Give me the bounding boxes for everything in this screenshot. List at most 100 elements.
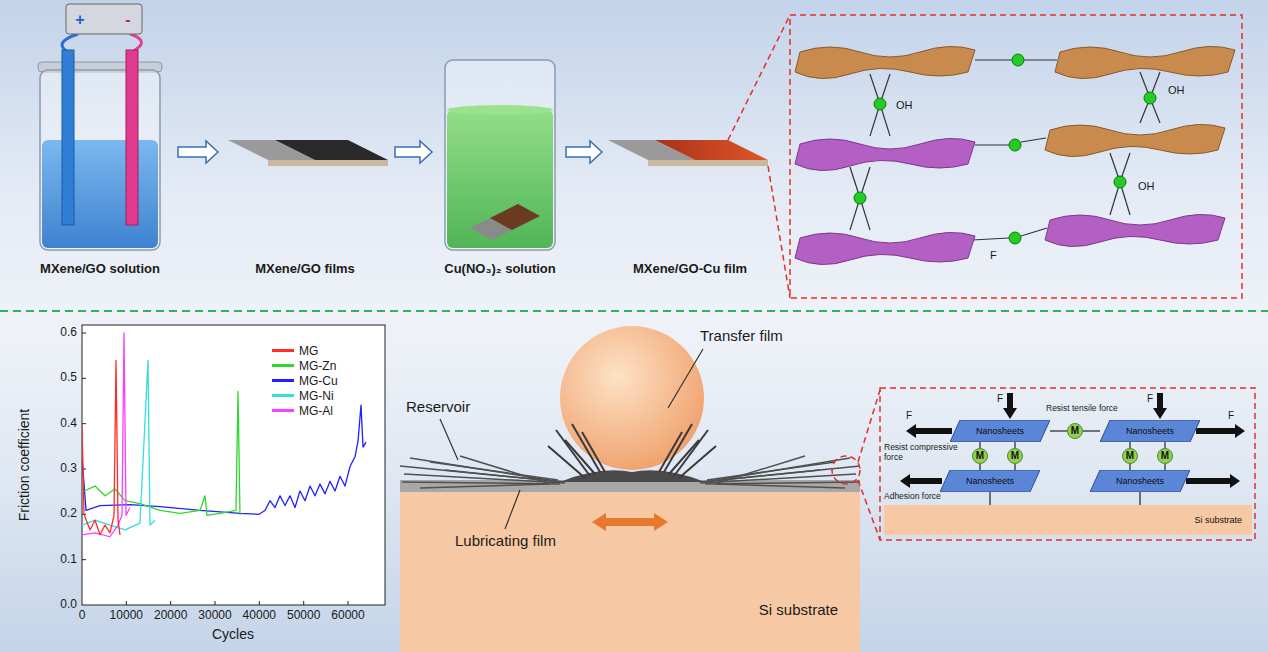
tribology-scene xyxy=(400,492,860,652)
bond-connector xyxy=(1050,430,1067,431)
zoom-leader xyxy=(858,480,880,540)
electrolysis-cell xyxy=(42,140,158,248)
force-note: Adhesion force xyxy=(884,492,941,502)
metal-ion xyxy=(1114,176,1126,188)
nanosheet: Nanosheets xyxy=(950,420,1050,442)
reservoir-debris xyxy=(420,484,550,488)
legend-label: MG-Ni xyxy=(299,389,334,403)
legend-label: MG-Al xyxy=(299,404,333,418)
leader-line xyxy=(668,349,703,408)
electrolysis-cell xyxy=(130,34,142,52)
terminal-sign: + xyxy=(75,11,84,29)
process-arrow xyxy=(178,141,218,163)
legend-label: MG xyxy=(299,344,318,358)
metal-node: M xyxy=(1007,448,1023,464)
reservoir-debris xyxy=(445,470,562,482)
legend-swatch xyxy=(272,379,294,382)
panel-divider xyxy=(0,310,1268,312)
tick-label: 0.5 xyxy=(60,371,77,385)
film xyxy=(655,140,768,160)
transfer-film xyxy=(659,432,682,472)
bond-connector xyxy=(1129,464,1130,470)
tribology-scene xyxy=(560,326,704,470)
legend-label: MG-Cu xyxy=(299,374,338,388)
group-label: F xyxy=(990,249,997,262)
callout-label: Lubricating film xyxy=(455,532,556,549)
legend-entry: MG xyxy=(272,343,338,358)
bond-line xyxy=(1021,228,1047,236)
tick-mark xyxy=(82,333,348,605)
zoom-leader xyxy=(858,390,880,462)
zoom-leader xyxy=(880,388,1255,540)
sheet-outline xyxy=(950,420,1050,442)
bond-connector xyxy=(979,464,980,470)
force-label: F xyxy=(906,410,912,422)
metal-ion xyxy=(1009,232,1021,244)
data-curve xyxy=(82,360,155,530)
substrate-block: Si substrate xyxy=(400,492,860,652)
beaker xyxy=(445,60,555,250)
transfer-film xyxy=(548,446,585,478)
go-sheet xyxy=(1045,214,1225,246)
tick-label: 10000 xyxy=(110,609,143,623)
beaker xyxy=(447,105,553,115)
data-curve xyxy=(82,333,366,537)
bond-connector xyxy=(1083,430,1100,431)
step-label: MXene/GO films xyxy=(255,262,355,277)
substrate-label: Si substrate xyxy=(759,601,838,618)
legend-swatch xyxy=(272,394,294,397)
tribology-scene xyxy=(400,326,1255,652)
reservoir-debris xyxy=(400,466,565,482)
go-sheet xyxy=(795,232,975,264)
panel-divider xyxy=(0,311,1268,312)
terminal-sign: - xyxy=(125,11,130,29)
force-arrow xyxy=(906,424,952,438)
electrolysis-cell xyxy=(62,34,78,52)
legend-swatch xyxy=(272,349,294,352)
metal-ion xyxy=(1144,92,1156,104)
beaker xyxy=(447,110,553,248)
mxene-sheet xyxy=(795,46,1235,156)
metal-symbol: M xyxy=(1161,451,1169,461)
film xyxy=(268,160,388,166)
group-label: OH xyxy=(896,99,913,112)
force-arrow xyxy=(1153,393,1167,419)
data-curve xyxy=(82,360,120,535)
callout-label: Reservoir xyxy=(406,398,470,415)
mxene-sheet xyxy=(795,46,975,78)
tick-label: 0.4 xyxy=(60,417,77,431)
bond-line xyxy=(975,59,1012,60)
mxene-sheet xyxy=(1045,124,1225,156)
zoom-leader xyxy=(832,388,1255,540)
bond-line xyxy=(975,144,1009,145)
substrate-label: Si substrate xyxy=(1194,515,1242,525)
film xyxy=(648,160,768,166)
transfer-film xyxy=(572,424,600,472)
reservoir-debris xyxy=(703,470,820,482)
force-label: F xyxy=(997,393,1003,405)
metal-node: M xyxy=(1157,448,1173,464)
zoom-leader xyxy=(728,15,790,140)
force-note: Resist tensile force xyxy=(1046,404,1118,414)
data-curve xyxy=(82,333,130,537)
legend-entry: MG-Ni xyxy=(272,388,338,403)
leader-line xyxy=(505,490,520,529)
sheet-outline xyxy=(1100,420,1200,442)
molecular-structure xyxy=(795,46,1235,264)
sliding-arrow xyxy=(592,513,668,531)
legend-entry: MG-Al xyxy=(272,403,338,418)
tick-mark xyxy=(82,559,86,560)
metal-symbol: M xyxy=(1126,451,1134,461)
tick-label: 0 xyxy=(79,609,86,623)
force-note: Resist compressive force xyxy=(884,443,968,463)
metal-ion xyxy=(874,98,886,110)
electrolysis-cell xyxy=(66,4,142,34)
sheet-outline xyxy=(940,470,1040,492)
transfer-film xyxy=(548,424,716,478)
tick-mark xyxy=(170,601,171,605)
step-label: MXene/GO-Cu film xyxy=(633,262,747,277)
bond-line xyxy=(1021,138,1046,142)
